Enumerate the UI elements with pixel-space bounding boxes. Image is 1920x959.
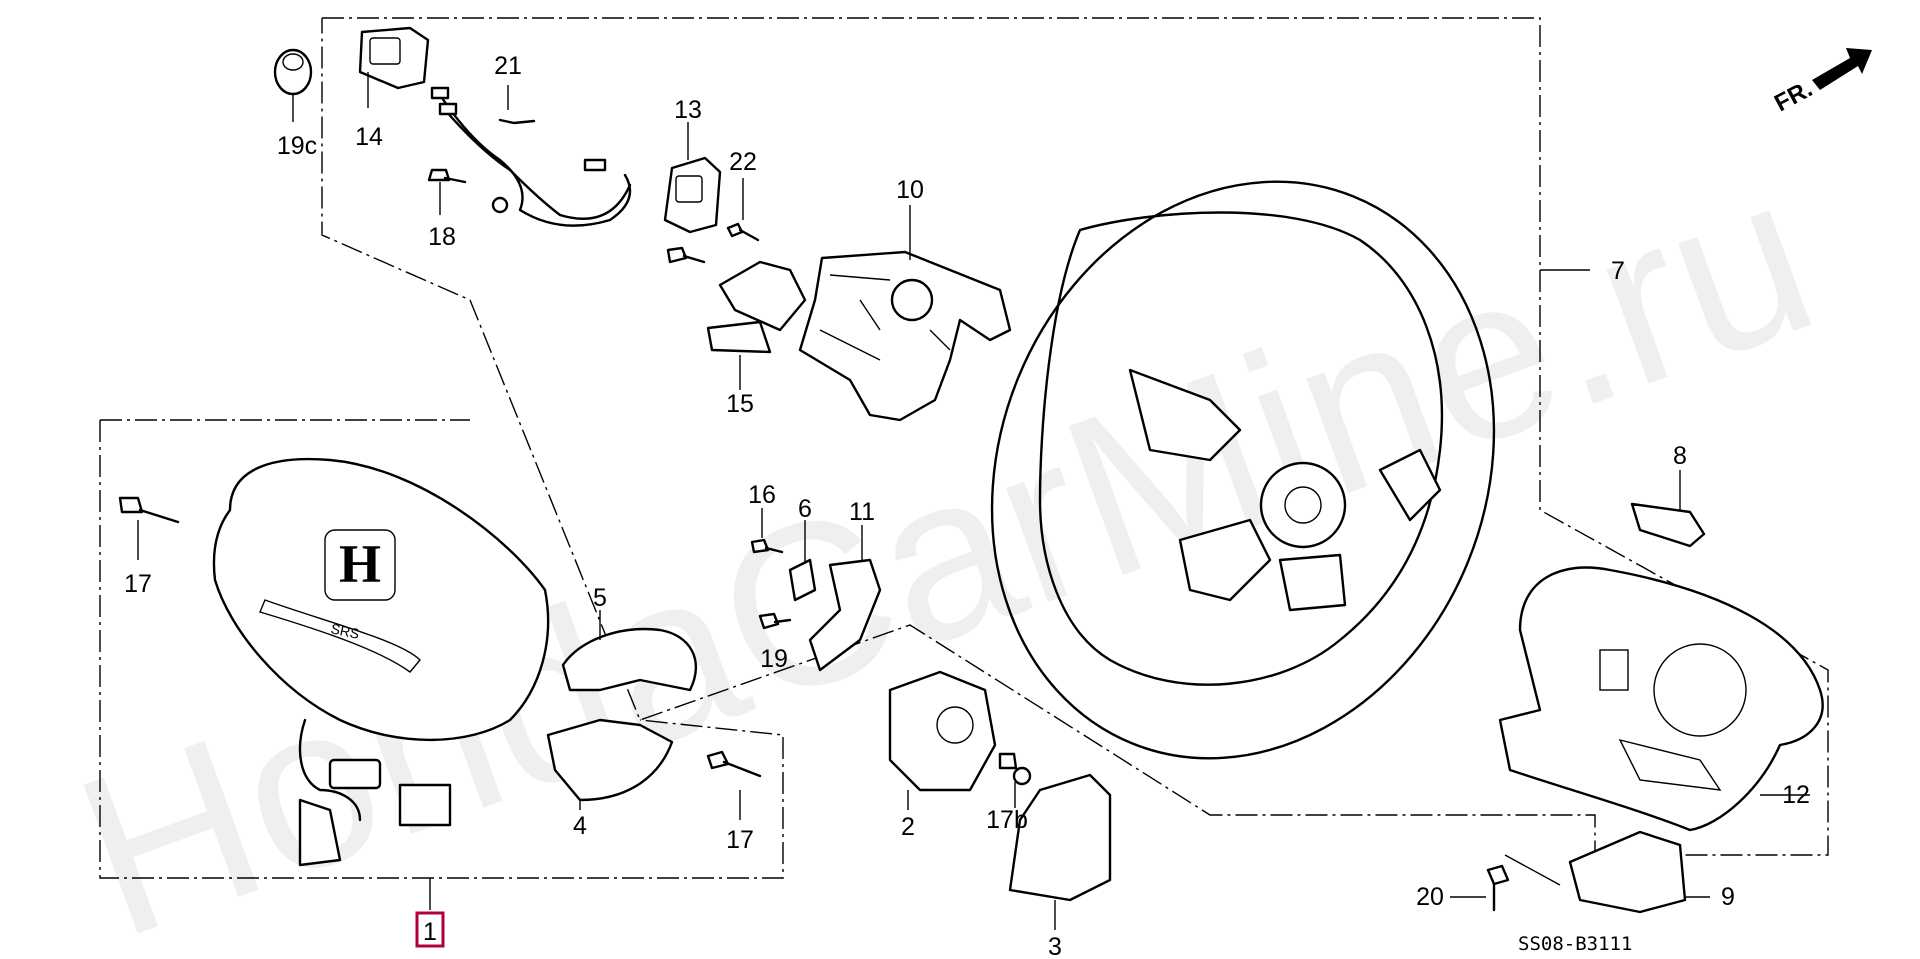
label-12: 12 bbox=[1782, 781, 1810, 809]
label-18: 17b bbox=[986, 806, 1028, 834]
part-6-clip-icon bbox=[788, 520, 817, 602]
part-19b-screw-icon bbox=[666, 246, 706, 264]
part-14-switch-icon bbox=[358, 26, 430, 108]
label-10: 10 bbox=[896, 176, 924, 204]
label-19c: 19 bbox=[760, 645, 788, 673]
label-8: 8 bbox=[1673, 442, 1687, 470]
part-7-steering-wheel-icon bbox=[990, 180, 1590, 760]
part-12-lower-cover-icon bbox=[1498, 566, 1824, 832]
airbag-module-icon: H SRS bbox=[212, 457, 550, 867]
label-7: 7 bbox=[1611, 257, 1625, 285]
label-23: 22 bbox=[729, 148, 757, 176]
part-3-cover-icon bbox=[1008, 773, 1112, 930]
group-outline-1 bbox=[99, 420, 784, 879]
svg-text:FR.: FR. bbox=[1770, 75, 1817, 117]
part-4-plate-icon bbox=[546, 718, 674, 810]
part-15-bracket-icon bbox=[706, 260, 807, 390]
label-15: 15 bbox=[726, 390, 754, 418]
part-9-lid-icon bbox=[1504, 830, 1710, 914]
label-3: 3 bbox=[1048, 933, 1062, 959]
svg-text:1: 1 bbox=[423, 918, 437, 946]
label-17b: 17 bbox=[726, 826, 754, 854]
label-16: 16 bbox=[748, 481, 776, 509]
part-22-wire-harness-icon bbox=[430, 85, 632, 227]
label-2: 2 bbox=[901, 813, 915, 841]
part-17b-screw-icon bbox=[706, 750, 762, 820]
part-18-screw-icon bbox=[998, 752, 1032, 808]
part-10-switch-assembly-icon bbox=[798, 205, 1012, 422]
part-23-screw-icon bbox=[726, 178, 760, 242]
part-21-screw-icon bbox=[1450, 864, 1510, 912]
part-20-grommet-icon bbox=[273, 48, 313, 122]
part-13-switch-icon bbox=[663, 122, 722, 234]
srs-label: SRS bbox=[329, 620, 360, 642]
label-11: 11 bbox=[849, 498, 875, 526]
label-17: 17 bbox=[124, 570, 152, 598]
label-4: 4 bbox=[573, 812, 587, 840]
label-22: 21 bbox=[494, 52, 522, 80]
part-2-switch-cover-icon bbox=[888, 670, 997, 810]
part-11-bracket-icon bbox=[808, 525, 882, 672]
label-13: 13 bbox=[674, 96, 702, 124]
group-outline-7 bbox=[321, 17, 1829, 856]
part-19c-screw-icon bbox=[758, 612, 792, 630]
label-19: 18 bbox=[428, 223, 456, 251]
part-8-clip-icon bbox=[1630, 470, 1706, 548]
label-21: 20 bbox=[1416, 883, 1444, 911]
label-1-highlighted[interactable]: 1 bbox=[415, 911, 445, 948]
label-6: 6 bbox=[798, 495, 812, 523]
part-5-plate-icon bbox=[561, 610, 698, 692]
label-14: 14 bbox=[355, 123, 383, 151]
part-16-screw-icon bbox=[750, 508, 784, 554]
label-5: 5 bbox=[593, 584, 607, 612]
callout-labels: 19c 14 21 18 13 22 10 15 7 8 12 9 20 16 … bbox=[124, 52, 1810, 959]
part-17-screw-icon bbox=[118, 496, 180, 560]
diagram-code: SS08-B3111 bbox=[1518, 933, 1632, 955]
label-9: 9 bbox=[1721, 883, 1735, 911]
honda-emblem: H bbox=[339, 534, 381, 594]
front-direction-arrow-icon: FR. bbox=[1770, 48, 1872, 117]
part-19-screw-icon bbox=[427, 168, 467, 215]
label-20: 19c bbox=[277, 132, 317, 160]
